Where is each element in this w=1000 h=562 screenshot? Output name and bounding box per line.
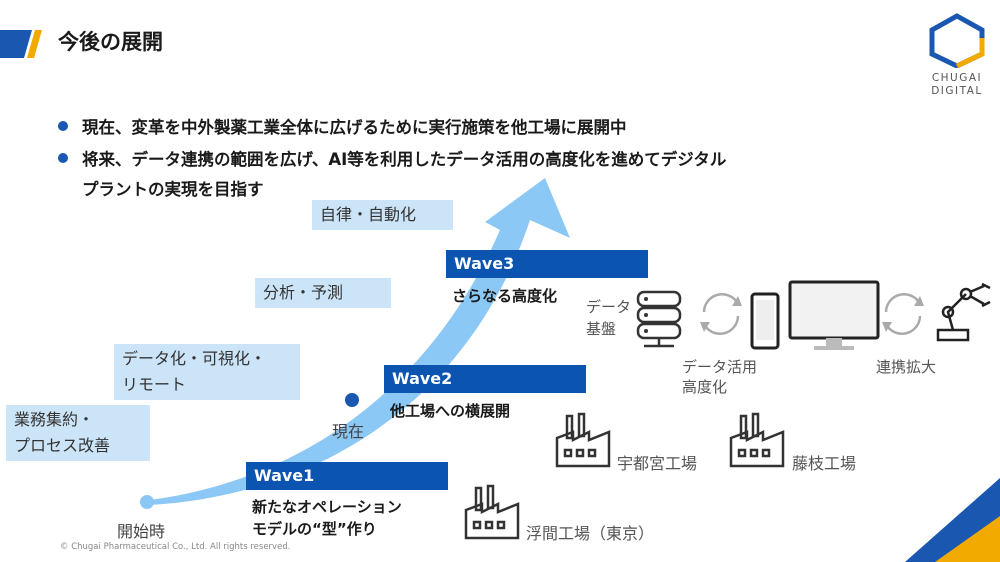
bullet-1: 現在、変革を中外製薬工業全体に広げるために実行施策を他工場に展開中	[58, 114, 627, 138]
start-marker-label: 開始時	[117, 522, 166, 541]
start-dot	[140, 495, 154, 509]
data-platform-line2: 基盤	[586, 320, 617, 338]
robot-arm-icon	[936, 282, 991, 342]
corner-decoration	[905, 478, 1000, 562]
bullet-dot-icon	[58, 121, 68, 131]
plant2-label: 宇都宮工場	[617, 454, 698, 473]
now-marker-label: 現在	[332, 422, 365, 441]
sync-cycle-icon	[882, 293, 924, 335]
expand-linkage-label: 連携拡大	[876, 358, 937, 376]
sync-cycle-icon	[700, 293, 742, 335]
bullet-dot-icon	[58, 153, 68, 163]
header-accent-bars	[0, 30, 42, 58]
now-dot	[345, 393, 359, 407]
wave1-line1: 新たなオペレーション	[252, 498, 402, 516]
data-utilization-line1: データ活用	[682, 358, 758, 376]
bullet-2: 将来、データ連携の範囲を広げ、AI等を利用したデータ活用の高度化を進めてデジタル	[58, 146, 726, 170]
stage-label-4: 自律・自動化	[312, 200, 453, 230]
plant3-label: 藤枝工場	[792, 454, 857, 473]
wave3-header: Wave3	[446, 250, 648, 278]
smartphone-icon	[750, 292, 780, 350]
data-utilization-line2: 高度化	[682, 378, 728, 396]
stage-label-1: 業務集約・ プロセス改善	[6, 405, 150, 461]
monitor-icon	[788, 280, 880, 350]
plant1-label: 浮間工場（東京）	[526, 524, 655, 543]
logo-text-line1: CHUGAI	[931, 72, 983, 84]
data-platform-line1: データ	[586, 298, 632, 316]
factory-icon	[464, 484, 520, 540]
stage-1-line2: プロセス改善	[14, 436, 111, 455]
bullet-2-continuation: プラントの実現を目指す	[82, 180, 264, 199]
database-server-icon	[636, 290, 682, 348]
wave2-header: Wave2	[384, 365, 586, 393]
growth-arrow-shape	[150, 178, 570, 505]
factory-icon	[729, 412, 785, 468]
stage-label-3: 分析・予測	[255, 278, 391, 308]
wave1-line2: モデルの“型”作り	[252, 520, 377, 538]
wave3-line1: さらなる高度化	[452, 287, 558, 305]
stage-1-line1: 業務集約・	[14, 410, 95, 429]
bullet-1-text: 現在、変革を中外製薬工業全体に広げるために実行施策を他工場に展開中	[82, 118, 627, 137]
hexagon-logo-icon	[929, 13, 985, 69]
bullet-2-text: 将来、データ連携の範囲を広げ、AI等を利用したデータ活用の高度化を進めてデジタル	[82, 150, 727, 169]
factory-icon	[555, 412, 611, 468]
stage-2-line1: データ化・可視化・	[122, 349, 267, 368]
page-title: 今後の展開	[58, 30, 163, 54]
stage-label-2: データ化・可視化・ リモート	[114, 344, 300, 400]
copyright-text: © Chugai Pharmaceutical Co., Ltd. All ri…	[60, 542, 291, 552]
logo-text-line2: DIGITAL	[931, 85, 983, 97]
wave1-header: Wave1	[246, 462, 448, 490]
wave2-line1: 他工場への横展開	[390, 402, 511, 420]
chugai-digital-logo: CHUGAI DIGITAL	[922, 12, 992, 98]
stage-2-line2: リモート	[122, 375, 187, 394]
